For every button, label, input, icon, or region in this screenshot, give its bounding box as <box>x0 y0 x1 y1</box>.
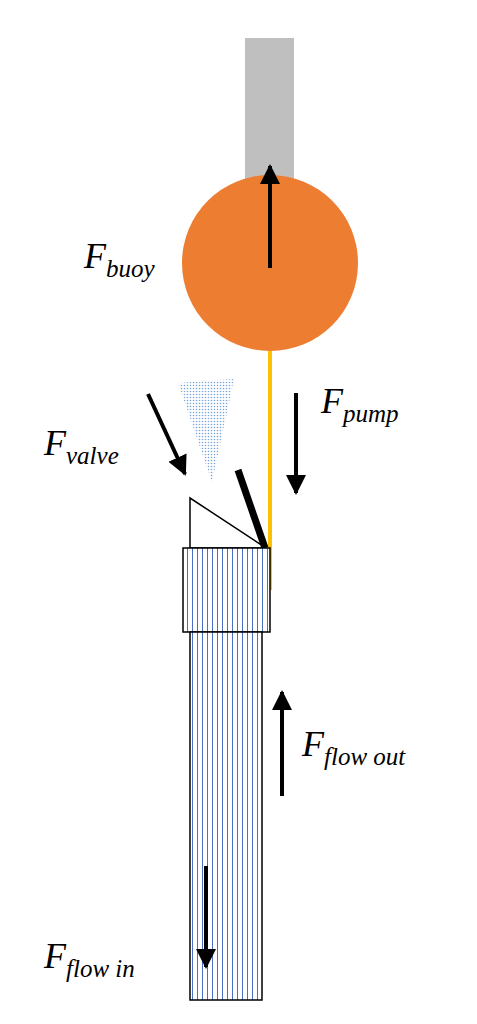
force-label: Fvalve <box>44 425 119 468</box>
force-symbol: F <box>321 381 343 421</box>
force-arrow <box>268 166 272 268</box>
rod <box>245 38 294 188</box>
force-label: Fflow in <box>44 938 135 981</box>
force-subscript: flow in <box>66 955 135 982</box>
force-subscript: flow out <box>324 743 405 770</box>
force-subscript: valve <box>66 442 119 469</box>
force-label: Fflow out <box>302 726 405 769</box>
spray <box>178 379 234 482</box>
force-subscript: pump <box>343 400 399 427</box>
force-arrow <box>204 866 208 967</box>
force-label: Fbuoy <box>84 238 155 281</box>
valve-flap <box>238 470 265 548</box>
force-arrow <box>280 692 284 796</box>
force-label: Fpump <box>321 383 399 426</box>
force-symbol: F <box>84 236 106 276</box>
force-subscript: buoy <box>106 255 155 282</box>
force-arrow <box>148 394 185 474</box>
pump-tube <box>190 632 262 1000</box>
force-symbol: F <box>302 724 324 764</box>
force-arrow <box>294 393 298 493</box>
pump-head <box>183 548 270 632</box>
force-symbol: F <box>44 936 66 976</box>
force-symbol: F <box>44 423 66 463</box>
